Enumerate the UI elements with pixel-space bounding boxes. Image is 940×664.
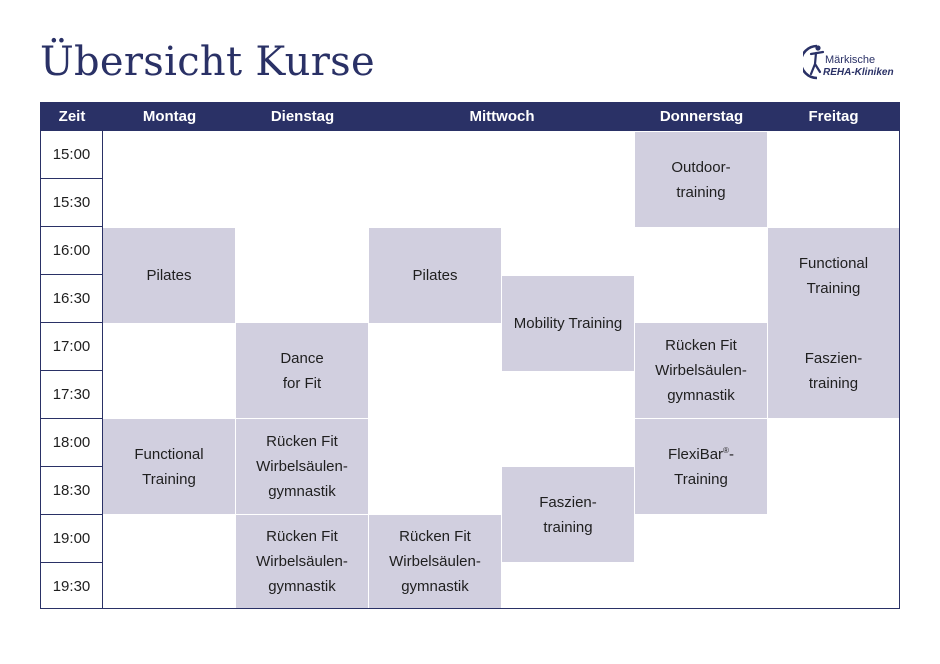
- course-mittwoch-mobility-training[interactable]: Mobility Training: [502, 276, 634, 371]
- time-slot: 16:00: [41, 227, 102, 275]
- time-slot: 19:30: [52, 578, 91, 595]
- course-donnerstag-outdoortraining[interactable]: Outdoor- training: [635, 132, 767, 227]
- time-slot: 17:00: [41, 323, 102, 371]
- time-column: 15:00 15:30 16:00 16:30 17:00 17:30 18:0…: [41, 131, 103, 608]
- course-freitag-functional-training[interactable]: Functional Training: [768, 228, 899, 323]
- time-slot: 15:00: [41, 131, 102, 179]
- header-day-donnerstag: Donnerstag: [659, 108, 744, 125]
- course-mittwoch-pilates[interactable]: Pilates: [369, 228, 501, 323]
- header-day-dienstag: Dienstag: [270, 108, 335, 125]
- time-slot: 19:00: [41, 515, 102, 563]
- course-montag-functional-training[interactable]: Functional Training: [103, 419, 235, 514]
- course-mittwoch-faszientraining[interactable]: Faszien- training: [502, 467, 634, 562]
- header-day-freitag: Freitag: [808, 108, 859, 125]
- course-montag-pilates[interactable]: Pilates: [103, 228, 235, 323]
- course-dienstag-dance-for-fit[interactable]: Dance for Fit: [236, 323, 368, 418]
- time-slot: 15:30: [41, 179, 102, 227]
- schedule-table: Zeit Montag Dienstag Mittwoch Donnerstag…: [40, 102, 900, 609]
- logo-line-2: REHA-Kliniken: [823, 67, 894, 78]
- course-mittwoch-ruecken-fit[interactable]: Rücken Fit Wirbelsäulen- gymnastik: [369, 515, 501, 608]
- course-freitag-faszientraining[interactable]: Faszien- training: [768, 323, 899, 418]
- course-dienstag-ruecken-fit[interactable]: Rücken Fit Wirbelsäulen- gymnastik: [236, 419, 368, 514]
- time-slot: 17:30: [41, 371, 102, 419]
- time-slot: 18:00: [41, 419, 102, 467]
- logo-figure-icon: [803, 44, 825, 80]
- header-time: Zeit: [58, 108, 86, 125]
- course-dienstag-ruecken-fit-2[interactable]: Rücken Fit Wirbelsäulen- gymnastik: [236, 515, 368, 608]
- time-slot: 16:30: [41, 275, 102, 323]
- course-donnerstag-ruecken-fit[interactable]: Rücken Fit Wirbelsäulen- gymnastik: [635, 323, 767, 418]
- time-slot: 18:30: [41, 467, 102, 515]
- logo-line-1: Märkische: [825, 54, 876, 66]
- header-day-mittwoch: Mittwoch: [469, 108, 535, 125]
- table-header: Zeit Montag Dienstag Mittwoch Donnerstag…: [41, 103, 899, 131]
- page-title: Übersicht Kurse: [40, 39, 375, 85]
- logo: Märkische REHA-Kliniken: [803, 42, 903, 84]
- header-day-montag: Montag: [142, 108, 197, 125]
- course-donnerstag-flexibar-training[interactable]: FlexiBar®- Training: [635, 419, 767, 514]
